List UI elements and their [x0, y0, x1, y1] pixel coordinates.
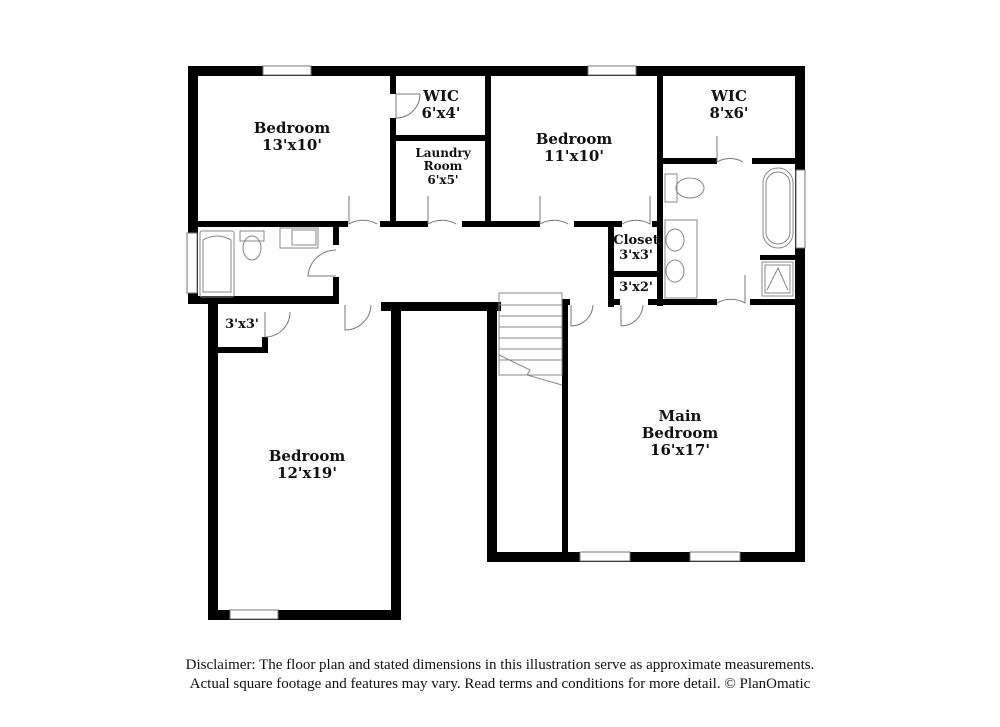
- room-dimensions: 3'x2': [619, 280, 653, 295]
- room-name: Closet: [613, 233, 659, 248]
- room-dimensions: 3'x3': [225, 317, 259, 332]
- room-label-wic-2: WIC 8'x6': [709, 88, 748, 122]
- room-label-closet-3x2: 3'x2': [619, 280, 653, 296]
- room-name: WIC: [711, 87, 747, 105]
- room-name-line1: Laundry: [415, 146, 471, 160]
- room-name-line2: Bedroom: [641, 423, 719, 442]
- room-name-line2: Room: [423, 159, 463, 174]
- room-label-bedroom-sw: Bedroom 12'x19': [269, 448, 346, 482]
- room-name: WIC: [423, 87, 459, 105]
- room-name: Bedroom: [535, 130, 613, 148]
- room-label-closet: Closet 3'x3': [613, 233, 659, 263]
- room-dimensions: 6'x4': [421, 103, 461, 122]
- room-label-wic-1: WIC 6'x4': [421, 88, 460, 122]
- room-label-bedroom-n: Bedroom 11'x10': [536, 131, 613, 165]
- disclaimer: Disclaimer: The floor plan and stated di…: [0, 656, 1000, 694]
- room-name: Bedroom: [268, 447, 346, 465]
- room-dimensions: 6'x5': [427, 172, 459, 187]
- room-name-line1: Main: [658, 407, 702, 425]
- room-dimensions: 8'x6': [709, 103, 749, 122]
- room-dimensions: 3'x3': [619, 247, 653, 263]
- walls: [188, 66, 805, 620]
- room-label-main-bedroom: Main Bedroom 16'x17': [642, 408, 719, 458]
- room-name: Bedroom: [253, 119, 331, 137]
- room-dimensions: 11'x10': [544, 146, 604, 165]
- room-dimensions: 16'x17': [650, 440, 710, 459]
- room-dimensions: 13'x10': [262, 135, 322, 154]
- doors: [264, 93, 746, 338]
- windows: [186, 65, 806, 620]
- room-dimensions: 12'x19': [277, 463, 337, 482]
- room-label-laundry: Laundry Room 6'x5': [415, 146, 471, 187]
- room-label-closet-sw: 3'x3': [225, 317, 259, 333]
- disclaimer-line-1: Disclaimer: The floor plan and stated di…: [185, 657, 815, 673]
- fixtures: [199, 167, 794, 386]
- room-label-bedroom-nw: Bedroom 13'x10': [254, 120, 331, 154]
- disclaimer-line-2: Actual square footage and features may v…: [189, 676, 811, 692]
